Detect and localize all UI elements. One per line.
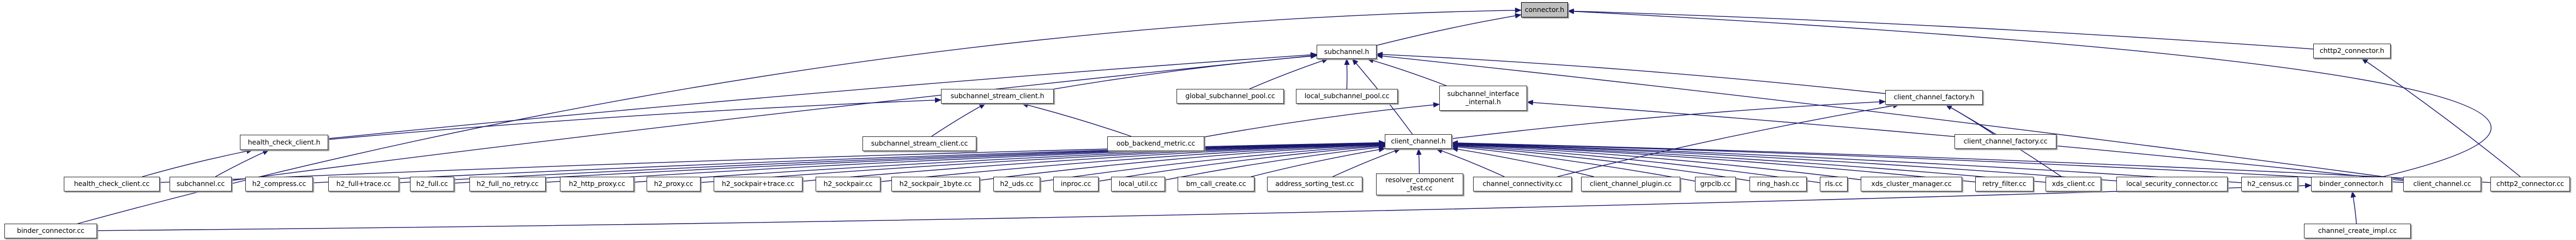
edge-local-util-cc-to-client-channel-h [1165, 145, 1385, 181]
node-binder-connector-h[interactable]: binder_connector.h [2311, 177, 2392, 191]
edge-client-channel-cc-to-client-channel-h [1451, 140, 2404, 183]
node-local-subchannel-pool-cc[interactable]: local_subchannel_pool.cc [1296, 89, 1398, 104]
edge-binder-connector-cc-to-binder-connector-h [96, 183, 2312, 231]
edge-channel-create-impl-cc-to-binder-connector-h [2350, 191, 2357, 224]
node-local-security-connector-cc[interactable]: local_security_connector.cc [2116, 177, 2228, 191]
edge-h2-uds-cc-to-client-channel-h [1040, 142, 1385, 182]
edge-client-channel-h-to-client-channel-factory-h [1451, 99, 1886, 139]
edge-subchannel-cc-to-health-check-client-h [215, 149, 269, 177]
node-client-channel-factory-cc[interactable]: client_channel_factory.cc [1954, 134, 2056, 149]
edge-oob-backend-metric-cc-to-subchannel-interface-internal-h [1204, 102, 1440, 137]
edge-h2-sockpair-cc-to-client-channel-h [880, 141, 1385, 182]
node-subchannel-interface-internal-h[interactable]: subchannel_interface _internal.h [1439, 86, 1527, 111]
edge-h2-full-no-retry-cc-to-client-channel-h [545, 140, 1385, 183]
edge-client-channel-plugin-cc-to-client-channel-h [1451, 146, 1594, 177]
edge-health-check-client-cc-to-health-check-client-h [142, 148, 254, 177]
edge-grpclb-cc-to-client-channel-h [1451, 144, 1696, 182]
edge-ring-hash-cc-to-client-channel-h [1451, 143, 1750, 181]
edge-oob-backend-metric-cc-to-subchannel-stream-client-h [1021, 102, 1132, 137]
node-h2-full-cc[interactable]: h2_full.cc [410, 177, 454, 191]
edge-address-sorting-test-cc-to-client-channel-h [1332, 148, 1401, 177]
edge-client-channel-factory-h-to-subchannel-h [1376, 51, 1886, 94]
edge-h2-proxy-cc-to-client-channel-h [700, 141, 1385, 183]
edge-h2-http-proxy-cc-to-client-channel-h [634, 141, 1385, 183]
node-global-subchannel-pool-cc[interactable]: global_subchannel_pool.cc [1177, 89, 1284, 104]
node-bm-call-create-cc[interactable]: bm_call_create.cc [1178, 177, 1254, 191]
edge-h2-sockpair-1byte-cc-to-client-channel-h [979, 142, 1385, 181]
edge-subchannel-h-to-connector-h [1376, 13, 1522, 46]
node-h2-full-no-retry-cc[interactable]: h2_full_no_retry.cc [469, 177, 546, 191]
node-h2-proxy-cc[interactable]: h2_proxy.cc [647, 177, 701, 191]
node-subchannel-h[interactable]: subchannel.h [1317, 45, 1377, 59]
edge-chttp2-connector-cc-to-client-channel-h [1451, 140, 2491, 183]
node-h2-census-cc[interactable]: h2_census.cc [2241, 177, 2298, 191]
node-client-channel-factory-h[interactable]: client_channel_factory.h [1885, 90, 1983, 105]
node-channel-create-impl-cc[interactable]: channel_create_impl.cc [2304, 224, 2411, 238]
node-h2-compress-cc[interactable]: h2_compress.cc [245, 177, 313, 191]
edge-inproc-cc-to-client-channel-h [1098, 143, 1385, 182]
edge-h2-full-trace-cc-to-client-channel-h [399, 140, 1385, 183]
edge-chttp2-connector-h-to-connector-h [1567, 8, 2314, 50]
node-h2-full-trace-cc[interactable]: h2_full+trace.cc [328, 177, 399, 191]
edge-h2-full-cc-to-client-channel-h [454, 140, 1385, 184]
node-client-channel-h[interactable]: client_channel.h [1385, 134, 1452, 149]
edge-local-security-connector-cc-to-client-channel-h [1451, 141, 2117, 182]
edge-xds-client-cc-to-client-channel-h [1451, 141, 2046, 183]
edge-binder-connector-h-to-connector-h [1567, 8, 2492, 177]
node-client-channel-cc[interactable]: client_channel.cc [2403, 177, 2481, 191]
edge-bm-call-create-cc-to-client-channel-h [1251, 147, 1385, 177]
edge-subchannel-cc-to-subchannel-h [231, 53, 1317, 181]
edge-health-check-client-h-to-subchannel-stream-client-h [328, 97, 942, 140]
node-subchannel-stream-client-h[interactable]: subchannel_stream_client.h [941, 89, 1054, 104]
edge-h2-compress-cc-to-client-channel-h [312, 140, 1385, 183]
node-resolver-component-test-cc[interactable]: resolver_component _test.cc [1376, 173, 1463, 195]
node-grpclb-cc[interactable]: grpclb.cc [1695, 177, 1736, 191]
node-inproc-cc[interactable]: inproc.cc [1053, 177, 1099, 191]
node-xds-cluster-manager-cc[interactable]: xds_cluster_manager.cc [1861, 177, 1962, 191]
node-address-sorting-test-cc[interactable]: address_sorting_test.cc [1267, 177, 1362, 191]
node-xds-client-cc[interactable]: xds_client.cc [2046, 177, 2101, 191]
edge-subchannel-stream-client-h-to-subchannel-h [1053, 53, 1317, 89]
edge-xds-cluster-manager-cc-to-client-channel-h [1451, 142, 1861, 181]
edge-global-subchannel-pool-cc-to-subchannel-h [1249, 58, 1329, 89]
edge-h2-census-cc-to-client-channel-h [1451, 140, 2242, 183]
node-retry-filter-cc[interactable]: retry_filter.cc [1975, 177, 2034, 191]
node-oob-backend-metric-cc[interactable]: oob_backend_metric.cc [1107, 136, 1204, 151]
edge-health-check-client-h-to-subchannel-h [328, 52, 1317, 139]
node-client-channel-plugin-cc[interactable]: client_channel_plugin.cc [1581, 177, 1680, 191]
edge-subchannel-interface-internal-h-to-subchannel-h [1367, 58, 1446, 86]
node-h2-uds-cc[interactable]: h2_uds.cc [993, 177, 1040, 191]
edge-chttp2-connector-cc-to-chttp2-connector-h [2361, 58, 2521, 177]
node-h2-sockpair-cc[interactable]: h2_sockpair.cc [816, 177, 880, 191]
node-health-check-client-cc[interactable]: health_check_client.cc [64, 177, 160, 191]
edge-channel-connectivity-cc-to-client-channel-h [1435, 148, 1505, 177]
node-channel-connectivity-cc[interactable]: channel_connectivity.cc [1473, 177, 1572, 191]
edge-client-channel-cc-to-subchannel-h [1376, 53, 2404, 180]
node-chttp2-connector-cc[interactable]: chttp2_connector.cc [2490, 177, 2570, 191]
node-connector-h[interactable]: connector.h [1521, 2, 1568, 17]
node-local-util-cc[interactable]: local_util.cc [1111, 177, 1165, 191]
node-ring-hash-cc[interactable]: ring_hash.cc [1749, 177, 1807, 191]
node-binder-connector-cc[interactable]: binder_connector.cc [4, 224, 97, 238]
edge-channel-connectivity-cc-to-client-channel-factory-h [1557, 103, 1900, 177]
node-h2-sockpair-trace-cc[interactable]: h2_sockpair+trace.cc [714, 177, 803, 191]
node-health-check-client-h[interactable]: health_check_client.h [240, 135, 328, 150]
node-subchannel-cc[interactable]: subchannel.cc [170, 177, 232, 191]
edge-rls-cc-to-client-channel-h [1451, 142, 1820, 183]
node-rls-cc[interactable]: rls.cc [1820, 177, 1848, 191]
edge-h2-sockpair-trace-cc-to-client-channel-h [802, 141, 1385, 182]
edge-binder-connector-cc-to-connector-h [77, 7, 1522, 224]
node-h2-sockpair-1byte-cc[interactable]: h2_sockpair_1byte.cc [891, 177, 980, 191]
node-chttp2-connector-h[interactable]: chttp2_connector.h [2313, 44, 2391, 58]
node-h2-http-proxy-cc[interactable]: h2_http_proxy.cc [560, 177, 634, 191]
edge-retry-filter-cc-to-client-channel-h [1451, 141, 1976, 183]
node-subchannel-stream-client-cc[interactable]: subchannel_stream_client.cc [862, 136, 976, 151]
edge-resolver-component-test-cc-to-client-channel-h [1416, 148, 1422, 174]
edge-subchannel-stream-client-cc-to-subchannel-stream-client-h [931, 103, 986, 137]
